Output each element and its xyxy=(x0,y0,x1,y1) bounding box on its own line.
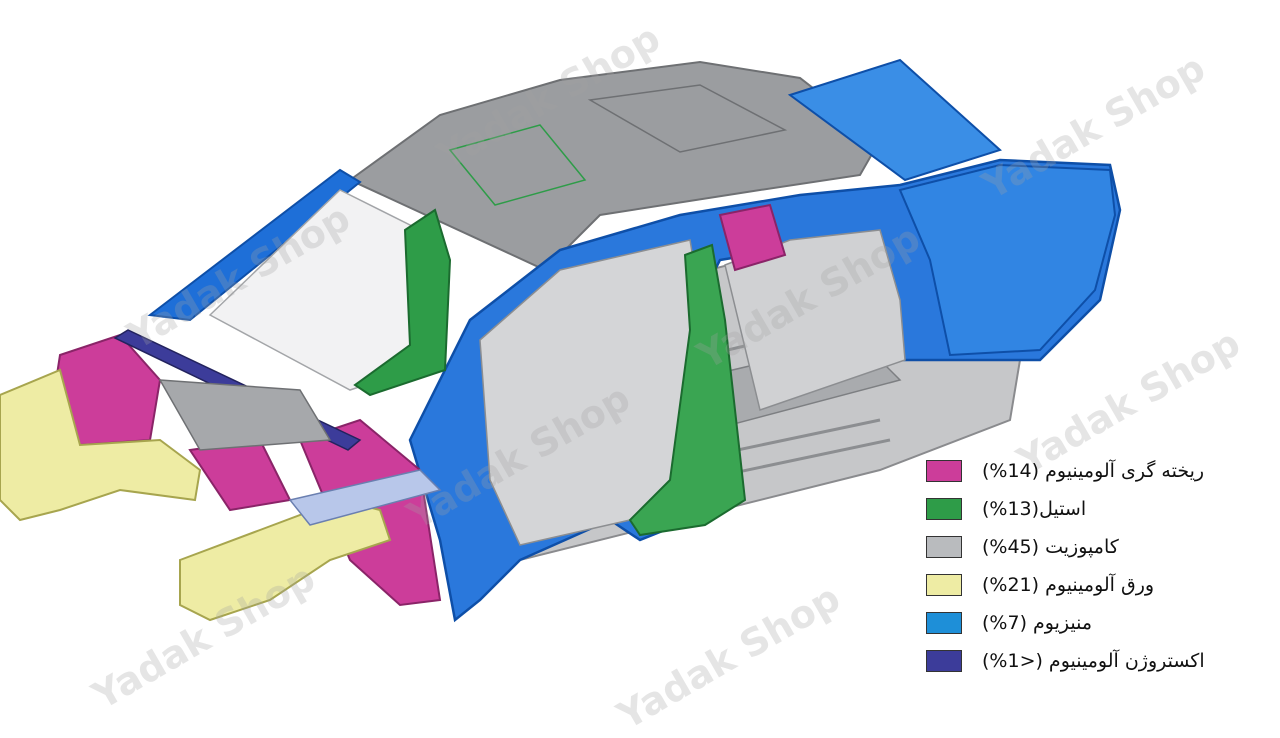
a-pillar-steel xyxy=(353,208,452,397)
legend-label: اکستروژن آلومینیوم (<1%) xyxy=(982,650,1205,672)
car-body-diagram xyxy=(0,58,1122,623)
legend-swatch xyxy=(926,574,962,596)
legend-label: ورق آلومینیوم (21%) xyxy=(982,574,1155,596)
magnesium-part xyxy=(288,469,442,526)
legend-item: استیل(13%) xyxy=(926,494,1256,532)
legend-item: منیزیوم (7%) xyxy=(926,608,1256,646)
legend-label: استیل(13%) xyxy=(982,498,1087,520)
engine-bay xyxy=(158,379,332,451)
rear-door-opening xyxy=(724,229,906,411)
legend-label: ریخته گری آلومینیوم (14%) xyxy=(982,460,1205,482)
roof-sunroof-outline xyxy=(448,124,587,206)
roof-rear-outline xyxy=(587,84,788,153)
legend-label: کامپوزیت (45%) xyxy=(982,536,1119,558)
rear-window-opening xyxy=(787,58,1002,182)
legend-swatch xyxy=(926,460,962,482)
legend-item: اکستروژن آلومینیوم (<1%) xyxy=(926,646,1256,684)
legend-label: منیزیوم (7%) xyxy=(982,612,1093,634)
lower-rail-sheet xyxy=(179,498,392,622)
legend-swatch xyxy=(926,612,962,634)
legend-item: ریخته گری آلومینیوم (14%) xyxy=(926,456,1256,494)
shock-tower-casting xyxy=(188,438,292,512)
rear-quarter xyxy=(898,163,1117,357)
material-legend: ریخته گری آلومینیوم (14%) استیل(13%) کام… xyxy=(926,456,1256,684)
rear-casting xyxy=(718,203,787,272)
side-body-frame xyxy=(147,168,362,322)
front-rail-sheet xyxy=(0,368,202,522)
b-pillar-steel xyxy=(628,243,747,537)
legend-swatch xyxy=(926,498,962,520)
legend-swatch xyxy=(926,650,962,672)
legend-swatch xyxy=(926,536,962,558)
legend-item: ورق آلومینیوم (21%) xyxy=(926,570,1256,608)
legend-item: کامپوزیت (45%) xyxy=(926,532,1256,570)
